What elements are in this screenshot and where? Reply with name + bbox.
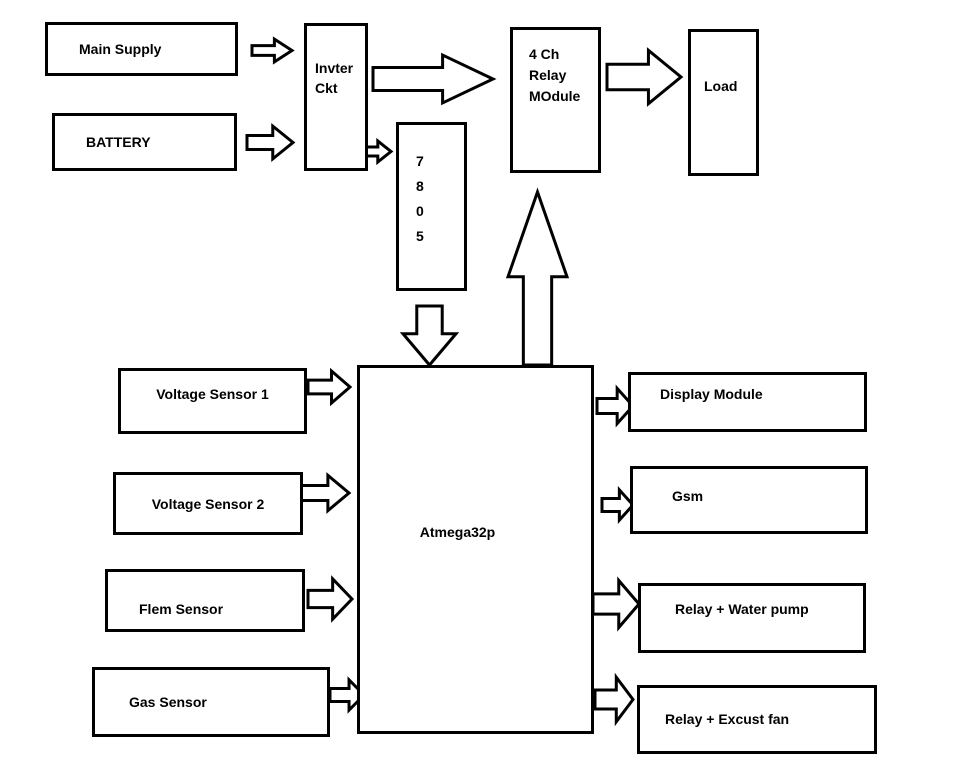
relay-exhaust-fan-box: Relay + Excust fan [637, 685, 877, 754]
arrow-inverter-to-relay-module [373, 53, 493, 105]
display-module-box: Display Module [628, 372, 867, 432]
arrow-flame-sensor-to-mcu [308, 575, 352, 623]
arrow-mcu-to-relay-module [508, 192, 567, 365]
regulator-7805-box: 7 8 0 5 [396, 122, 467, 291]
inverter-ckt-box: Invter Ckt [304, 23, 368, 171]
relay-module-4ch-label-line2: Relay [529, 67, 567, 83]
arrow-voltage-sensor-1-to-mcu [308, 368, 350, 406]
regulator-7805-digit-3: 0 [416, 203, 424, 219]
arrow-relay-module-to-load [607, 48, 681, 106]
inverter-ckt-label-line1: Invter [315, 60, 354, 76]
gas-sensor-box: Gas Sensor [92, 667, 330, 737]
arrow-voltage-sensor-2-to-mcu [301, 472, 349, 514]
main-supply-box: Main Supply [45, 22, 238, 76]
arrow-gas-sensor-to-mcu [330, 677, 364, 713]
regulator-7805-digit-1: 7 [416, 153, 424, 169]
battery-box: BATTERY [52, 113, 237, 171]
relay-water-pump-box: Relay + Water pump [638, 583, 866, 653]
voltage-sensor-1-box: Voltage Sensor 1 [118, 368, 307, 434]
arrow-mcu-to-gsm [602, 487, 633, 523]
voltage-sensor-2-box: Voltage Sensor 2 [113, 472, 303, 535]
arrow-mcu-to-display-module [597, 385, 633, 427]
inverter-ckt-label-line2: Ckt [315, 80, 338, 96]
arrow-7805-to-mcu [403, 306, 456, 365]
relay-module-4ch-label-line3: MOdule [529, 88, 581, 104]
arrow-battery-to-inverter [247, 123, 293, 162]
arrow-main-supply-to-inverter [252, 37, 292, 64]
mcu-atmega32p-box: Atmega32p [357, 365, 594, 734]
regulator-7805-digit-4: 5 [416, 228, 424, 244]
arrow-mcu-to-relay-exhaust-fan [595, 673, 633, 726]
flame-sensor-box: Flem Sensor [105, 569, 305, 632]
gsm-box: Gsm [630, 466, 868, 534]
relay-module-4ch-label-line1: 4 Ch [529, 46, 560, 62]
arrow-mcu-to-relay-water-pump [593, 576, 639, 632]
load-box: Load [688, 29, 759, 176]
relay-module-4ch-box: 4 Ch Relay MOdule [510, 27, 601, 173]
regulator-7805-digit-2: 8 [416, 178, 424, 194]
